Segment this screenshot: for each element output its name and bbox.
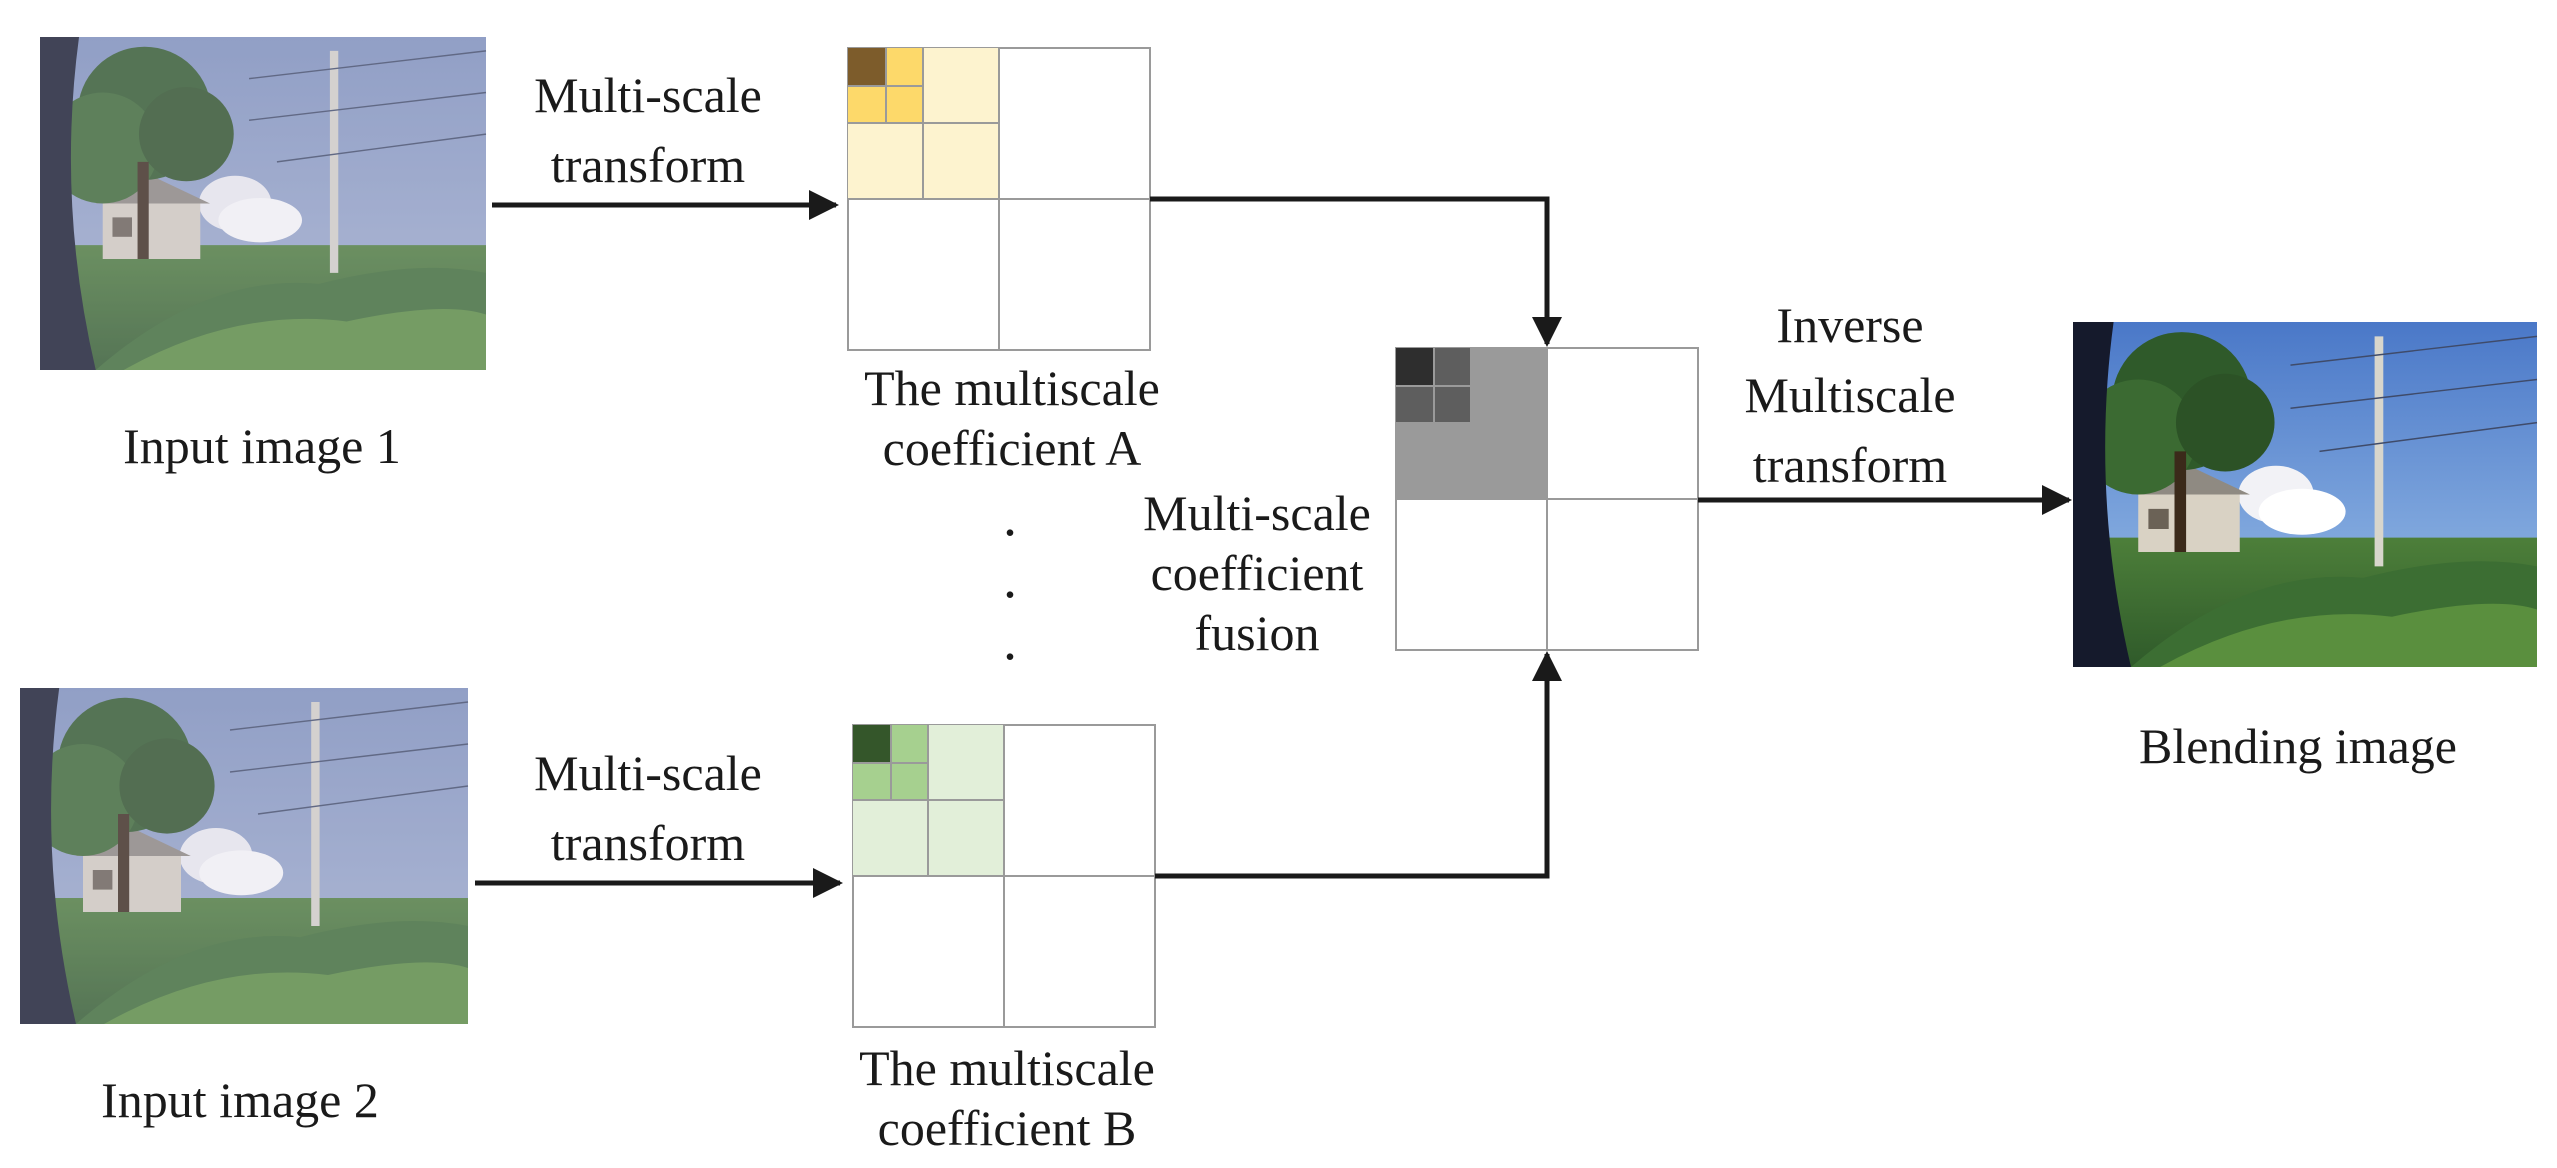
transform-top-label-line2: transform <box>551 137 745 193</box>
coefficient-b-grid <box>852 724 1156 1028</box>
blending-image-photo <box>2073 322 2537 667</box>
transform-bottom-label-line1: Multi-scale <box>534 745 762 801</box>
fusion-label-line2: coefficient <box>1151 545 1364 601</box>
inverse-label-line1: Inverse <box>1776 297 1923 353</box>
transform-top-label-line1: Multi-scale <box>534 67 762 123</box>
ellipsis-dot-2: . <box>1003 548 1017 610</box>
coefficient-b-label-line2: coefficient B <box>878 1100 1137 1156</box>
coefficient-a-label-line2: coefficient A <box>883 420 1142 476</box>
inverse-label-line3: transform <box>1753 437 1947 493</box>
coef-b-level3-block <box>853 725 891 763</box>
fused-coefficient-grid <box>1395 347 1699 651</box>
coef-a-to-fusion-arrow <box>1150 196 1562 347</box>
input-image-2-photo <box>20 688 468 1024</box>
fused-level3-block <box>1396 348 1434 386</box>
ellipsis-dot-1: . <box>1003 486 1017 548</box>
ellipsis-dot-3: . <box>1003 610 1017 672</box>
transform-bottom-label-line2: transform <box>551 815 745 871</box>
coefficient-a-label-line1: The multiscale <box>864 360 1160 416</box>
coef-a-level3-block <box>848 48 886 86</box>
input-image-2-label: Input image 2 <box>101 1072 379 1128</box>
fusion-label-line3: fusion <box>1195 605 1320 661</box>
fusion-label-line1: Multi-scale <box>1143 485 1371 541</box>
input-image-1-photo <box>40 37 486 370</box>
inverse-label-line2: Multiscale <box>1744 367 1955 423</box>
input-image-1-label: Input image 1 <box>123 418 401 474</box>
blending-image-label: Blending image <box>2139 718 2457 774</box>
coefficient-b-label-line1: The multiscale <box>859 1040 1155 1096</box>
coef-b-to-fusion-arrow <box>1155 651 1562 879</box>
coefficient-a-grid <box>847 47 1151 351</box>
